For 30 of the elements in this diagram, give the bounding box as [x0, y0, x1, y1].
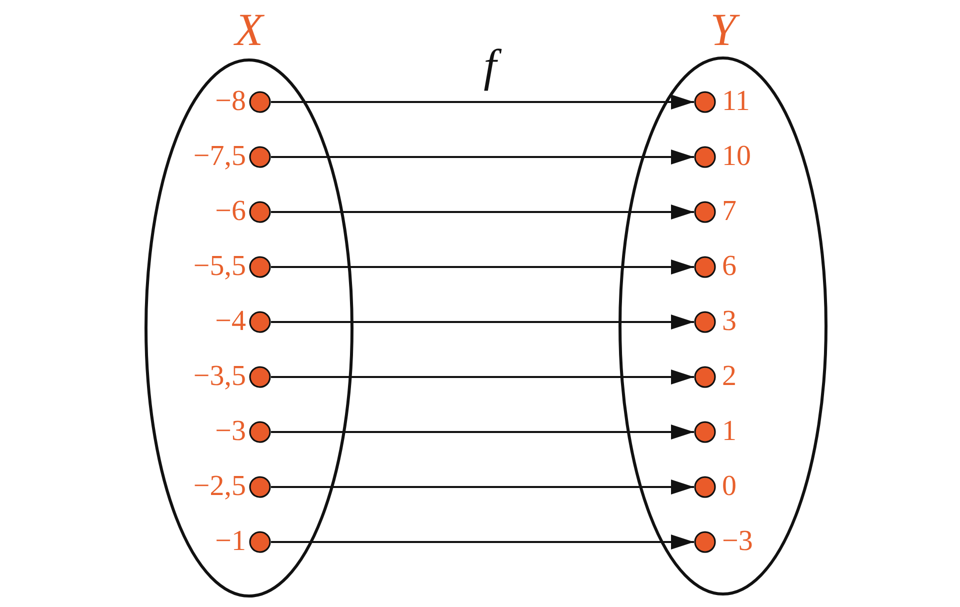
value-label: 7 [722, 196, 736, 228]
arrow [271, 204, 694, 220]
value-label: −3,5 [193, 361, 246, 393]
set-label: Y [704, 4, 742, 57]
arrow [271, 314, 694, 330]
value-label: 6 [722, 251, 736, 283]
value-label: −2,5 [193, 471, 246, 503]
arrow [271, 480, 694, 494]
value-label: −1 [215, 526, 246, 558]
value-label: 11 [722, 86, 750, 118]
arrow [271, 150, 694, 164]
value-label: −7,5 [193, 141, 246, 173]
value-label: −5,5 [193, 251, 246, 283]
value-label: 3 [722, 306, 736, 338]
value-label: 0 [722, 471, 736, 503]
value-label: −3 [722, 526, 753, 558]
value-label: −8 [215, 86, 246, 118]
value-label: −6 [215, 196, 246, 228]
function-label: f [474, 36, 506, 96]
value-label: −3 [215, 416, 246, 448]
value-label: 1 [722, 416, 736, 448]
arrow [271, 534, 694, 550]
arrow [271, 94, 694, 110]
value-label: 10 [722, 141, 751, 173]
arrow [271, 370, 694, 384]
value-label: 2 [722, 361, 736, 393]
set-label: X [232, 4, 266, 57]
arrow [271, 260, 694, 274]
value-label: −4 [215, 306, 246, 338]
arrow [271, 424, 694, 440]
